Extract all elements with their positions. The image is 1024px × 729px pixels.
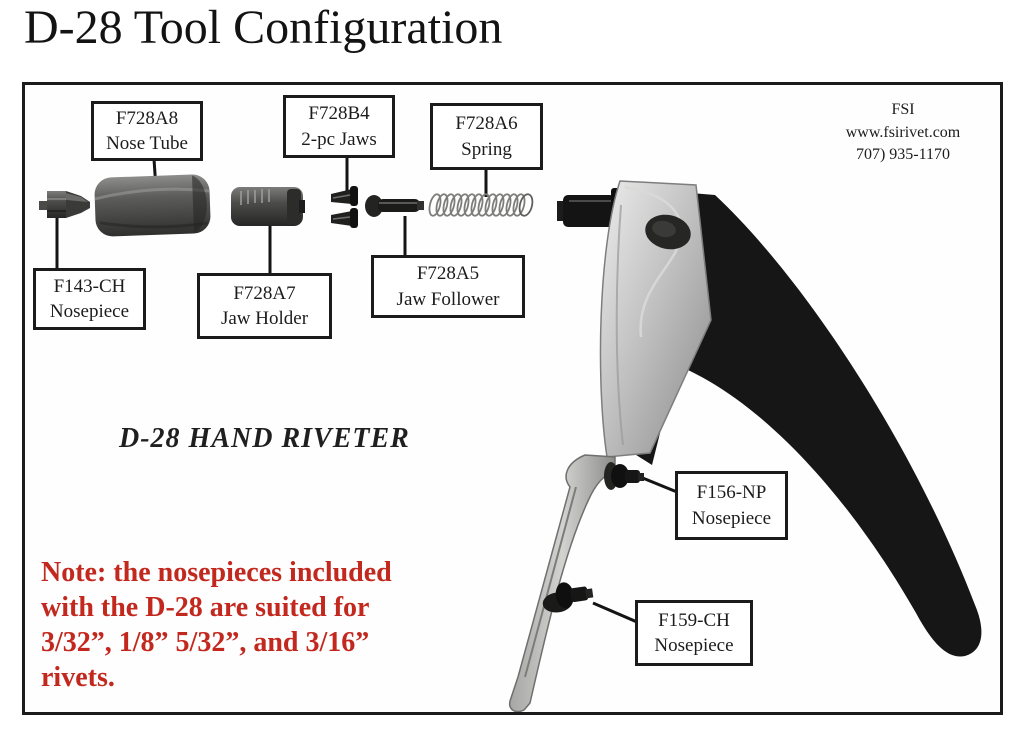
part-name: Jaw Holder [220,308,309,329]
spring-illustration [428,193,534,217]
label-nosepiece-143: F143-CH Nosepiece [33,268,146,330]
label-jaws: F728B4 2-pc Jaws [283,95,395,158]
part-name: 2-pc Jaws [301,128,377,150]
upper-handle-illustration [633,189,982,657]
label-jaw-holder: F728A7 Jaw Holder [197,273,332,339]
note-line: 3/32”, 1/8” 5/32”, and 3/16” [41,627,370,658]
part-number: F728A7 [233,282,296,304]
label-spring: F728A6 Spring [430,103,543,170]
note-line: Note: the nosepieces included [41,557,392,588]
page-title: D-28 Tool Configuration [24,1,503,54]
tool-caption: D-28 HAND RIVETER [119,423,410,454]
part-name: Nose Tube [106,133,188,154]
riveter-exploded-illustration [39,156,982,712]
part-number: F156-NP [696,482,767,504]
part-name: Jaw Follower [396,288,500,310]
part-number: F143-CH [53,275,126,297]
nosepiece-156-illustration [604,462,644,490]
part-number: F728A6 [455,113,518,135]
phone-number: 707) 935-1170 [855,146,951,164]
tool-body-illustration [599,180,712,458]
nose-tube-illustration [94,174,211,237]
jaw-holder-illustration [231,187,305,226]
lower-handle-illustration [508,454,616,712]
nosepiece-159-illustration [542,582,594,613]
diagram-panel: F728A8 Nose Tube F728B4 2-pc Jaws F728A6… [22,82,1003,715]
part-number: F728A8 [115,107,179,129]
note-text: Note: the nosepieces included with the D… [41,555,491,695]
nosepiece-143-illustration [39,191,90,218]
label-nose-tube: F728A8 Nose Tube [91,101,203,161]
note-line: rivets. [41,662,115,693]
note-line: with the D-28 are suited for [41,592,370,623]
jaws-illustration [331,186,358,228]
part-number: F728A5 [416,263,480,285]
company-name: FSI [891,101,915,118]
part-number: F728B4 [308,103,370,125]
jaw-follower-illustration [365,195,424,217]
contact-block: FSI www.fsirivet.com 707) 935-1170 [783,99,1023,167]
website-text: www.fsirivet.com [845,123,961,141]
part-name: Nosepiece [49,301,130,322]
label-nosepiece-159: F159-CH Nosepiece [635,600,753,666]
part-name: Nosepiece [654,635,734,656]
label-jaw-follower: F728A5 Jaw Follower [371,255,525,318]
part-name: Nosepiece [691,507,772,529]
part-name: Spring [461,138,512,160]
part-number: F159-CH [658,609,730,631]
label-nosepiece-156: F156-NP Nosepiece [675,471,788,540]
